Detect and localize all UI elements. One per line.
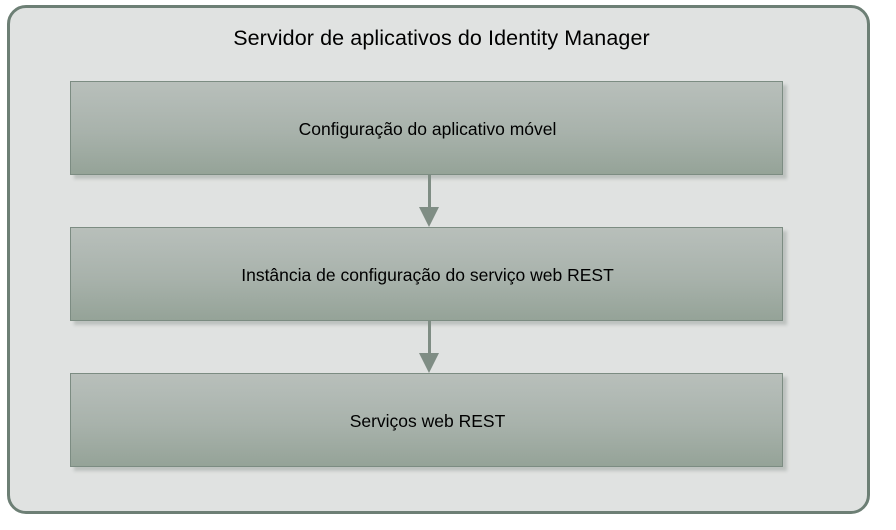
arrow-head: [419, 207, 439, 227]
node-mobile-app-config[interactable]: Configuração do aplicativo móvel: [70, 81, 783, 175]
node-rest-service-config-instance[interactable]: Instância de configuração do serviço web…: [70, 227, 783, 321]
identity-manager-application-server-container: Servidor de aplicativos do Identity Mana…: [7, 5, 870, 514]
page-title: Servidor de aplicativos do Identity Mana…: [233, 26, 650, 50]
arrow-down-icon-1: [416, 175, 444, 227]
arrow-shaft: [428, 175, 431, 210]
node-label: Serviços web REST: [349, 410, 506, 431]
arrow-head: [419, 353, 439, 373]
node-label: Instância de configuração do serviço web…: [241, 264, 614, 285]
node-rest-web-services[interactable]: Serviços web REST: [70, 373, 783, 467]
node-label: Configuração do aplicativo móvel: [298, 118, 557, 139]
arrow-shaft: [428, 321, 431, 356]
arrow-down-icon-2: [416, 321, 444, 373]
